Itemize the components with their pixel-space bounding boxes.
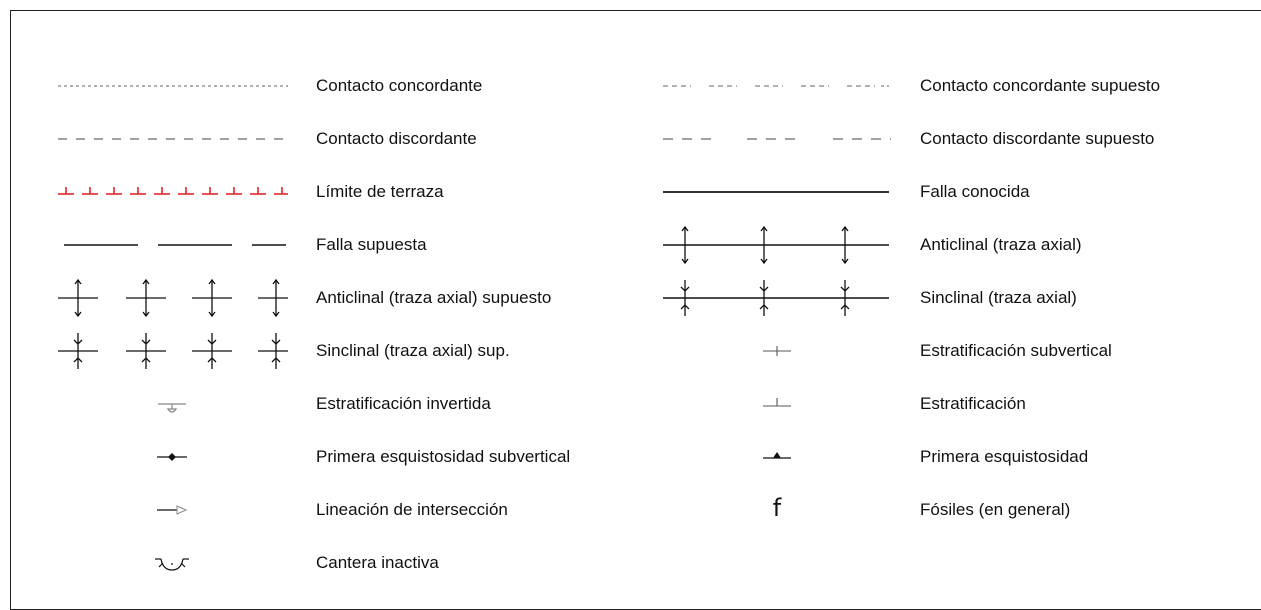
cantera-inactiva-symbol [153,546,191,580]
contacto-discordante-supuesto-label: Contacto discordante supuesto [920,129,1155,148]
falla-conocida-label: Falla conocida [920,182,1030,201]
fosiles-label: Fósiles (en general) [920,500,1071,519]
falla-conocida-symbol [663,175,893,209]
estratificacion-symbol [760,387,794,421]
contacto-concordante-symbol [58,69,288,103]
contacto-concordante-label: Contacto concordante [316,76,483,95]
estratificacion-subvertical-symbol [760,334,794,368]
estratificacion-subvertical-label: Estratificación subvertical [920,341,1112,360]
estratificacion-label: Estratificación [920,394,1026,413]
esquistosidad-subvertical-symbol [155,440,189,474]
lineacion-interseccion-symbol [155,493,189,527]
fosiles-icon: f [772,494,782,522]
contacto-concordante-supuesto-symbol [663,69,893,103]
primera-esquistosidad-label: Primera esquistosidad [920,447,1089,466]
sinclinal-supuesto-symbol [56,330,290,369]
primera-esquistosidad-symbol [760,440,794,474]
lineacion-interseccion-label: Lineación de intersección [316,500,508,519]
sinclinal-supuesto-label: Sinclinal (traza axial) sup. [316,341,510,360]
sinclinal-symbol [663,277,893,316]
estratificacion-invertida-label: Estratificación invertida [316,394,491,413]
falla-supuesta-label: Falla supuesta [316,235,427,254]
limite-terraza-symbol [58,175,288,209]
estratificacion-invertida-symbol [155,387,189,421]
contacto-discordante-symbol [58,122,288,156]
anticlinal-supuesto-label: Anticlinal (traza axial) supuesto [316,288,552,307]
esquistosidad-subvertical-label: Primera esquistosidad subvertical [316,447,571,466]
cantera-inactiva-label: Cantera inactiva [316,553,439,572]
anticlinal-symbol [663,224,893,265]
anticlinal-label: Anticlinal (traza axial) [920,235,1082,254]
falla-supuesta-symbol [58,228,288,262]
anticlinal-supuesto-symbol [56,277,290,318]
contacto-discordante-supuesto-symbol [663,122,893,156]
contacto-discordante-label: Contacto discordante [316,129,477,148]
limite-terraza-label: Límite de terraza [316,182,444,201]
contacto-concordante-supuesto-label: Contacto concordante supuesto [920,76,1161,95]
sinclinal-label: Sinclinal (traza axial) [920,288,1077,307]
